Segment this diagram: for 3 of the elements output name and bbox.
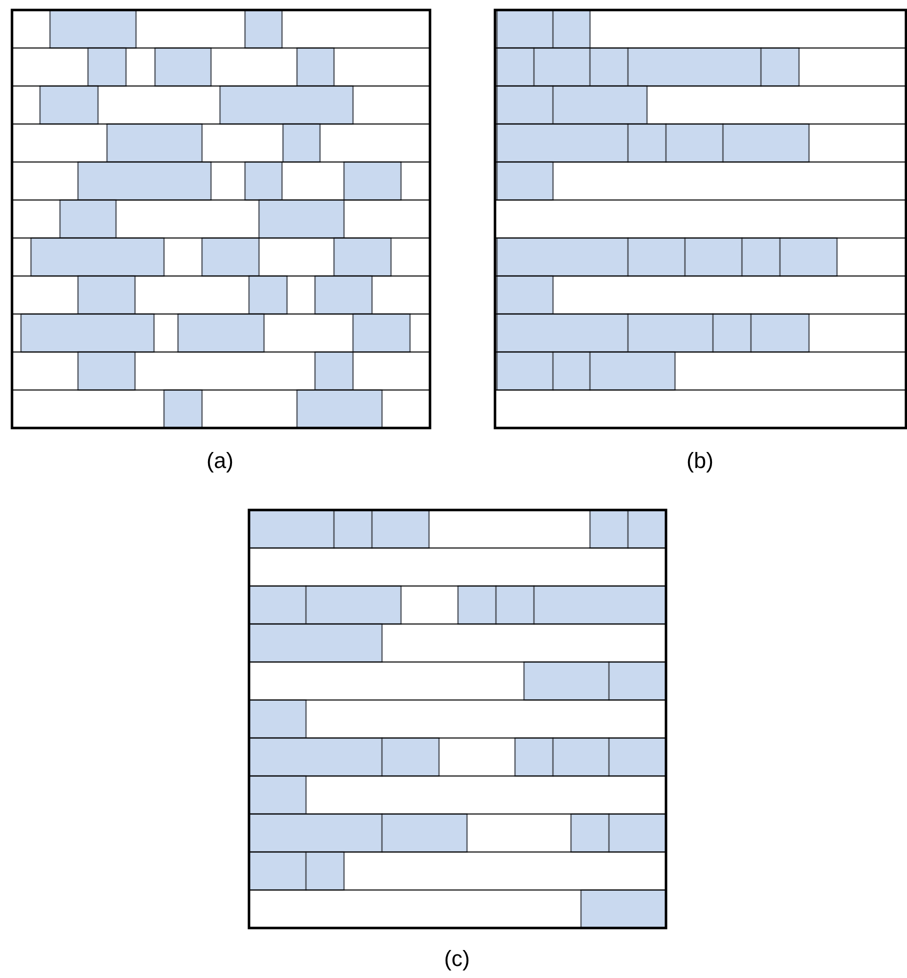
panel-label: (b) [686,448,714,474]
panel-label: (c) [444,946,470,972]
panel-label: (a) [206,448,234,474]
